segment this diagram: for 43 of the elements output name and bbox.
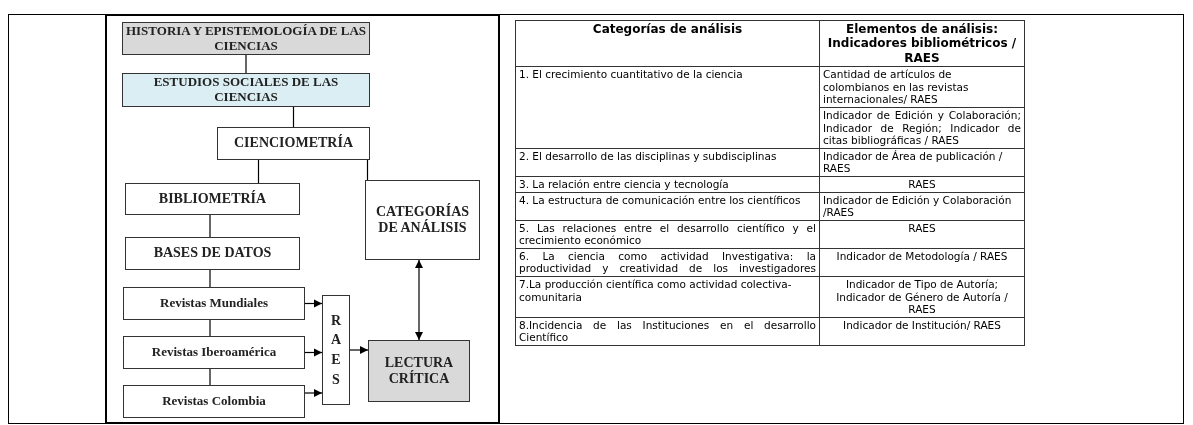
indicator-text: Indicador de Tipo de Autoría; Indicador de Género de Autoría / RAES — [819, 276, 1025, 318]
connector-line — [209, 214, 211, 238]
indicator-text: Indicador de Área de publicación / RAES — [819, 148, 1025, 177]
field-box: ESTUDIOS SOCIALES DE LAS CIENCIAS — [122, 73, 370, 107]
connector-line — [209, 368, 211, 386]
indicator-text: Cantidad de artículos de colombianos en las revistas internacionales/ RAES — [819, 66, 1025, 108]
category-text: 6. La ciencia como actividad Investigativa: la productividad y creatividad de los investigadores — [515, 248, 820, 277]
category-text: 3. La relación entre ciencia y tecnología — [515, 176, 820, 192]
journal-box: Revistas Iberoamérica — [123, 336, 305, 369]
category-text: 1. El crecimiento cuantitativo de la ciencia — [515, 66, 820, 149]
indicator-text: Indicador de Edición y Colaboración /RAES — [819, 192, 1025, 221]
category-text: 4. La estructura de comunicación entre los científicos — [515, 192, 820, 221]
column-header: Elementos de análisis: Indicadores bibliométricos / RAES — [819, 20, 1025, 67]
indicator-text: Indicador de Edición y Colaboración; Indicador de Región; Indicador de citas bibliográficas / RAES — [819, 107, 1025, 149]
column-header: Categorías de análisis — [515, 20, 820, 67]
indicator-text: RAES — [819, 176, 1025, 192]
arrow — [349, 345, 369, 355]
category-text: 2. El desarrollo de las disciplinas y subdisciplinas — [515, 148, 820, 177]
category-text: 7.La producción científica como actividad colectiva-comunitaria — [515, 276, 820, 318]
connector-line — [209, 269, 211, 288]
arrow — [304, 299, 323, 308]
arrow — [414, 259, 424, 341]
connector-line — [366, 159, 369, 181]
indicator-text: Indicador de Metodología / RAES — [819, 248, 1025, 277]
arrow — [304, 388, 323, 398]
category-text: 8.Incidencia de las Instituciones en el desarrollo Científico — [515, 317, 820, 346]
connector-line — [292, 106, 295, 128]
database-box: BASES DE DATOS — [125, 237, 300, 270]
indicator-text: RAES — [819, 220, 1025, 249]
category-box: CATEGORÍAS DE ANÁLISIS — [365, 180, 480, 260]
journal-box: Revistas Mundiales — [123, 287, 305, 320]
connector-line — [209, 319, 211, 337]
reading-box: LECTURA CRÍTICA — [368, 340, 470, 402]
discipline-box: CIENCIOMETRÍA — [217, 127, 370, 160]
journal-box: Revistas Colombia — [123, 385, 305, 418]
connector-line — [245, 54, 247, 74]
connector-line — [257, 159, 260, 184]
discipline-box: BIBLIOMETRÍA — [125, 183, 300, 215]
raes-box: R A E S — [322, 295, 350, 405]
category-text: 5. Las relaciones entre el desarrollo científico y el crecimiento económico — [515, 220, 820, 249]
indicator-text: Indicador de Institución/ RAES — [819, 317, 1025, 346]
discipline-box: HISTORIA Y EPISTEMOLOGÍA DE LAS CIENCIAS — [122, 22, 370, 55]
arrow — [304, 348, 323, 357]
